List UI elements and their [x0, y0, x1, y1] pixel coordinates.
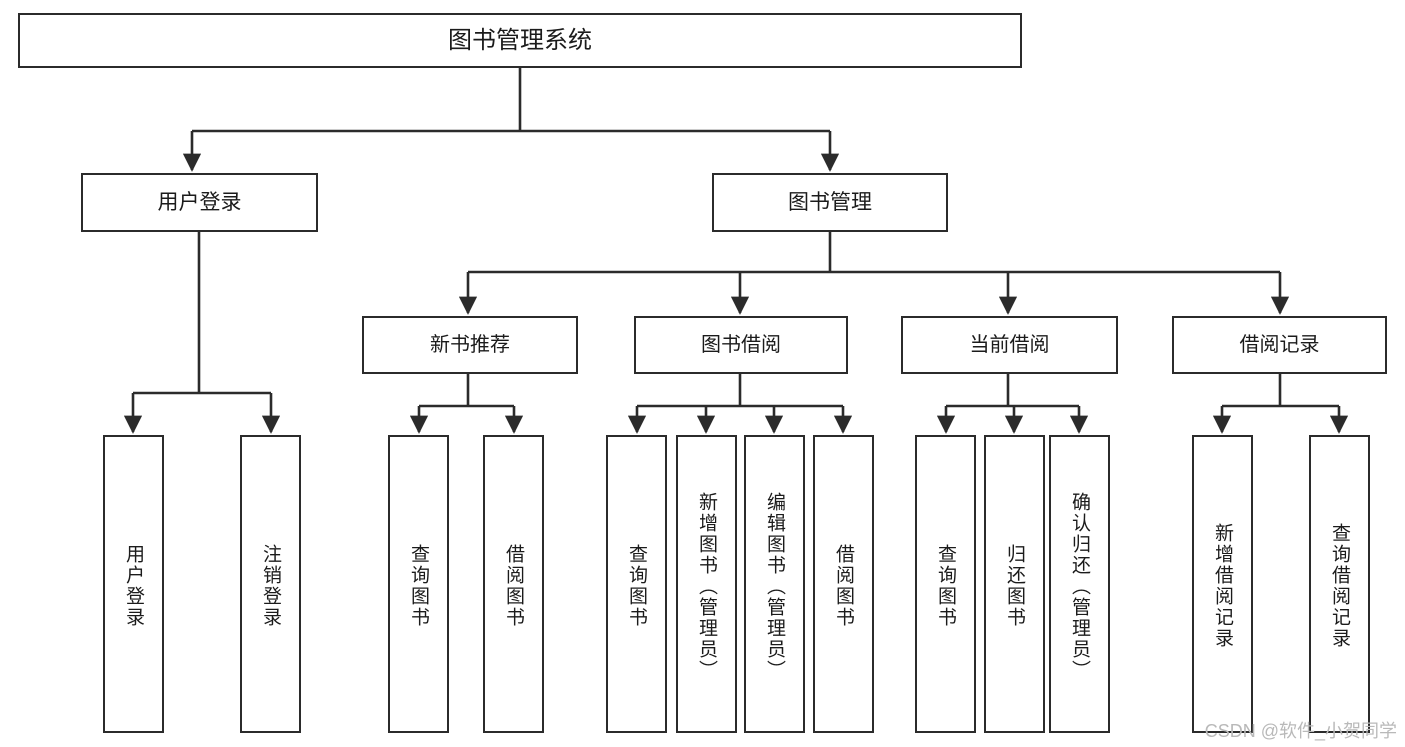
node-current-borrow[interactable]: 当前借阅	[901, 316, 1118, 374]
leaf-label: 查询图书	[935, 544, 956, 628]
leaf-label: 注销登录	[260, 544, 281, 628]
node-label: 用户登录	[157, 191, 242, 214]
node-label: 图书管理系统	[448, 26, 592, 54]
watermark-text: CSDN @软件_小贺同学	[1204, 721, 1397, 741]
leaf-label: 新增借阅记录	[1212, 523, 1233, 649]
leaf-new-book-borrow-book[interactable]: 借阅图书	[483, 435, 544, 733]
leaf-borrow-record-query-record[interactable]: 查询借阅记录	[1309, 435, 1370, 733]
leaf-current-borrow-confirm-return-admin[interactable]: 确认归还（管理员）	[1049, 435, 1110, 733]
node-new-book-recommend[interactable]: 新书推荐	[362, 316, 578, 374]
leaf-label: 编辑图书（管理员）	[764, 491, 785, 681]
leaf-user-login-logout[interactable]: 注销登录	[240, 435, 301, 733]
leaf-borrow-record-add-record[interactable]: 新增借阅记录	[1192, 435, 1253, 733]
leaf-label: 查询借阅记录	[1329, 523, 1350, 649]
leaf-current-borrow-query-book[interactable]: 查询图书	[915, 435, 976, 733]
leaf-book-borrow-borrow-book[interactable]: 借阅图书	[813, 435, 874, 733]
node-label: 当前借阅	[969, 334, 1050, 356]
leaf-book-borrow-edit-book-admin[interactable]: 编辑图书（管理员）	[744, 435, 805, 733]
leaf-book-borrow-query-book[interactable]: 查询图书	[606, 435, 667, 733]
node-label: 新书推荐	[430, 334, 510, 356]
node-book-management[interactable]: 图书管理	[712, 173, 948, 232]
node-label: 借阅记录	[1239, 334, 1320, 356]
leaf-label: 借阅图书	[503, 544, 524, 628]
leaf-label: 查询图书	[626, 544, 647, 628]
leaf-book-borrow-add-book-admin[interactable]: 新增图书（管理员）	[676, 435, 737, 733]
node-book-borrow[interactable]: 图书借阅	[634, 316, 848, 374]
leaf-current-borrow-return-book[interactable]: 归还图书	[984, 435, 1045, 733]
leaf-user-login-login[interactable]: 用户登录	[103, 435, 164, 733]
leaf-label: 新增图书（管理员）	[696, 491, 717, 681]
node-borrow-record[interactable]: 借阅记录	[1172, 316, 1387, 374]
leaf-new-book-query-book[interactable]: 查询图书	[388, 435, 449, 733]
leaf-label: 借阅图书	[833, 544, 854, 628]
node-label: 图书管理	[788, 191, 872, 214]
leaf-label: 用户登录	[123, 544, 144, 628]
node-user-login[interactable]: 用户登录	[81, 173, 318, 232]
node-label: 图书借阅	[701, 334, 781, 356]
leaf-label: 确认归还（管理员）	[1069, 491, 1090, 681]
node-root-book-management-system[interactable]: 图书管理系统	[18, 13, 1022, 68]
leaf-label: 归还图书	[1004, 544, 1025, 628]
leaf-label: 查询图书	[408, 544, 429, 628]
